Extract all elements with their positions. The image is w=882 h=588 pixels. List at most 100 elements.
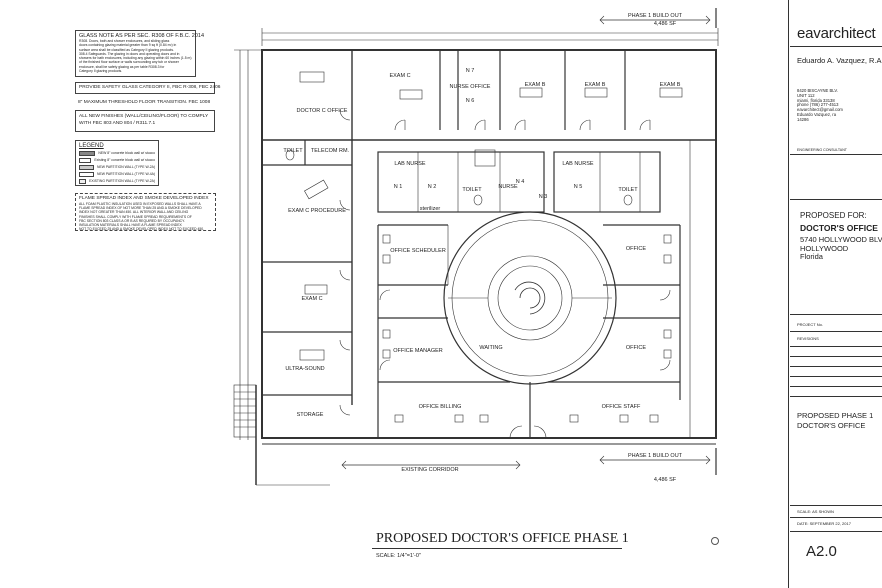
address-line: UNIT 112 <box>797 92 815 98</box>
revisions-label: REVISIONS <box>797 336 819 341</box>
threshold-note: 8" MAXIMUM THRESHOLD FLOOR TRANSITION. F… <box>78 100 211 105</box>
drawing-title: PROPOSED DOCTOR'S OFFICE PHASE 1 <box>376 531 629 546</box>
room-n3: N 3 <box>539 194 548 200</box>
room-exam-c-mid: EXAM C <box>301 296 322 302</box>
legend-item: EXISTING PARTITION WALL (TYPE W-2A) <box>79 179 155 184</box>
glass-note-line: surface area shall be classified as Cate… <box>79 47 174 52</box>
sheet-title-1: PROPOSED PHASE 1 <box>797 411 874 420</box>
room-exam-b1: EXAM B <box>525 82 546 88</box>
room-office-scheduler: OFFICE SCHEDULER <box>390 248 446 254</box>
legend-item: NEW 8" concrete block wall w/ stucco <box>79 151 155 156</box>
legend-item-label: NEW 8" concrete block wall w/ stucco <box>98 151 155 155</box>
client-street: 5740 HOLLYWOOD BLVD <box>800 235 882 244</box>
room-office-manager: OFFICE MANAGER <box>393 348 443 354</box>
legend-box: LEGEND NEW 8" concrete block wall w/ stu… <box>75 140 159 186</box>
finishes-note: ALL NEW FINISHES (WALL/CEILING/FLOOR) TO… <box>75 110 215 132</box>
room-exam-c-procedure: EXAM C PROCEDURE <box>288 208 346 214</box>
room-toilet-right: TOILET <box>618 187 638 193</box>
flame-note-line: INSULATION MATERIALS SHALL HAVE A FLAME … <box>79 223 182 228</box>
consultant-label: ENGINEERING CONSULTANT <box>797 148 847 152</box>
legend-swatch-icon <box>79 158 92 163</box>
legend-title: LEGEND <box>79 143 104 149</box>
address-line: 8420 BISCAYNE BLV. <box>797 88 838 93</box>
address-line: eavarchitect@gmail.com <box>797 107 843 113</box>
room-waiting: WAITING <box>479 345 502 351</box>
legend-item-label: NEW PARTITION WALL (TYPE W-4A) <box>97 172 155 176</box>
glass-note-line: enclosure, shall be safety glazing as pe… <box>79 64 165 69</box>
room-n7: N 7 <box>466 68 475 74</box>
flame-note-line: FINISHES SHALL COMPLY WITH FLAME SPREAD … <box>79 214 192 219</box>
flame-note-line: FBC SECTION 803 CLASS A OR B AS REQUIRED… <box>79 218 185 223</box>
room-storage: STORAGE <box>297 412 324 418</box>
room-exam-c-top: EXAM C <box>389 73 410 79</box>
flame-note-line: INDEX NOT GREATER THAN 450. ALL INTERIOR… <box>79 210 189 215</box>
flame-note-line: ALL FOAM PLASTIC INSULATION USED IN EXPO… <box>79 202 201 206</box>
drawing-title-underline <box>372 548 622 549</box>
room-toilet-center: TOILET <box>462 187 482 193</box>
sheet-number: A2.0 <box>806 543 837 560</box>
legend-swatch-icon <box>79 172 95 177</box>
room-office-billing: OFFICE BILLING <box>419 404 462 410</box>
phase-label-bottom: PHASE 1 BUILD OUT <box>628 453 683 459</box>
project-no-label: PROJECT No. <box>797 322 823 327</box>
flame-note-line: NOT TO EXCEED 25 AND A SMOKE DEVELOPED I… <box>79 227 205 232</box>
legend-item-label: NEW PARTITION WALL (TYPE W-2A) <box>97 165 155 169</box>
legend-item: NEW PARTITION WALL (TYPE W-4A) <box>79 172 155 177</box>
firm-name: eavarchitect <box>797 25 876 42</box>
room-lab-nurse-right: LAB NURSE <box>562 161 594 167</box>
phase-label-top: PHASE 1 BUILD OUT <box>628 13 683 19</box>
drawing-scale: SCALE: 1/4"=1'-0" <box>376 553 421 559</box>
scale-label: SCALE: AS SHOWN <box>797 509 834 514</box>
client-city: HOLLYWOOD <box>800 244 849 253</box>
flame-body: ALL FOAM PLASTIC INSULATION USED IN EXPO… <box>79 202 212 231</box>
client-name: DOCTOR'S OFFICE <box>800 223 878 233</box>
legend-item-label: EXISTING PARTITION WALL (TYPE W-2A) <box>89 179 155 183</box>
client-state: Florida <box>800 252 823 261</box>
glass-note-line: showers for bath enclosures, including a… <box>79 56 192 61</box>
address-line: Eduardo Vazquez, ra <box>797 111 837 117</box>
legend-swatch-icon <box>79 179 87 184</box>
area-label-bottom: 4,486 SF <box>654 477 677 483</box>
room-office-right-top: OFFICE <box>626 246 646 252</box>
proposed-for: PROPOSED FOR: <box>800 211 867 220</box>
room-office-right-mid: OFFICE <box>626 345 646 351</box>
glass-note-box: GLASS NOTE AS PER SEC. R308 OF F.B.C. 20… <box>75 30 204 77</box>
room-ultra-sound: ULTRA-SOUND <box>285 366 324 372</box>
room-doctor-office: DOCTOR C OFFICE <box>297 108 348 114</box>
legend-swatch-icon <box>79 165 95 170</box>
room-n5: N 5 <box>574 184 583 190</box>
corridor-label: EXISTING CORRIDOR <box>401 467 458 473</box>
room-n4: N 4 <box>516 179 525 185</box>
glass-note-line: 308.4 Safeguards. The glazing in doors a… <box>79 51 180 56</box>
room-toilet-left: TOILET <box>283 148 303 154</box>
room-lab-nurse-left: LAB NURSE <box>394 161 426 167</box>
floor-plan: PHASE 1 BUILD OUT 4,486 SF PHASE 1 BUILD… <box>233 8 719 486</box>
legend-swatch-icon <box>79 151 96 156</box>
legend-item-label: Existing 8" concrete block wall w/ stucc… <box>94 158 155 162</box>
room-exam-b3: EXAM B <box>660 82 681 88</box>
legend-item: NEW PARTITION WALL (TYPE W-2A) <box>79 165 155 170</box>
glass-note-line: of the finished floor surface or walls s… <box>79 60 179 65</box>
room-n2: N 2 <box>428 184 437 190</box>
flame-title: FLAME SPREAD INDEX AND SMOKE DEVELOPED I… <box>79 196 209 201</box>
room-office-staff: OFFICE STAFF <box>602 404 641 410</box>
address-line: 14286 <box>797 116 809 122</box>
room-sterilizer: sterilizer <box>420 206 441 212</box>
flame-spread-box: FLAME SPREAD INDEX AND SMOKE DEVELOPED I… <box>75 193 216 231</box>
glass-note-line: Category II glazing products. <box>79 69 123 74</box>
address-line: miami, florida 33138 <box>797 97 835 103</box>
room-exam-b2: EXAM B <box>585 82 606 88</box>
title-block-border <box>788 0 789 588</box>
room-nurse-office: NURSE OFFICE <box>450 84 491 90</box>
legend-item: Existing 8" concrete block wall w/ stucc… <box>79 158 155 163</box>
architect-name: Eduardo A. Vazquez, R.A. <box>797 56 882 65</box>
room-n1: N 1 <box>394 184 403 190</box>
area-label-top: 4,486 SF <box>654 21 677 27</box>
circle-marker-icon <box>711 537 719 545</box>
glass-note-line: doors containing glazing material greate… <box>79 43 177 48</box>
date-label: DATE: SEPTEMBER 22, 2017 <box>797 521 851 526</box>
glass-note-body: R308. Doors, bath and shower enclosures,… <box>79 39 192 73</box>
room-n6: N 6 <box>466 98 475 104</box>
